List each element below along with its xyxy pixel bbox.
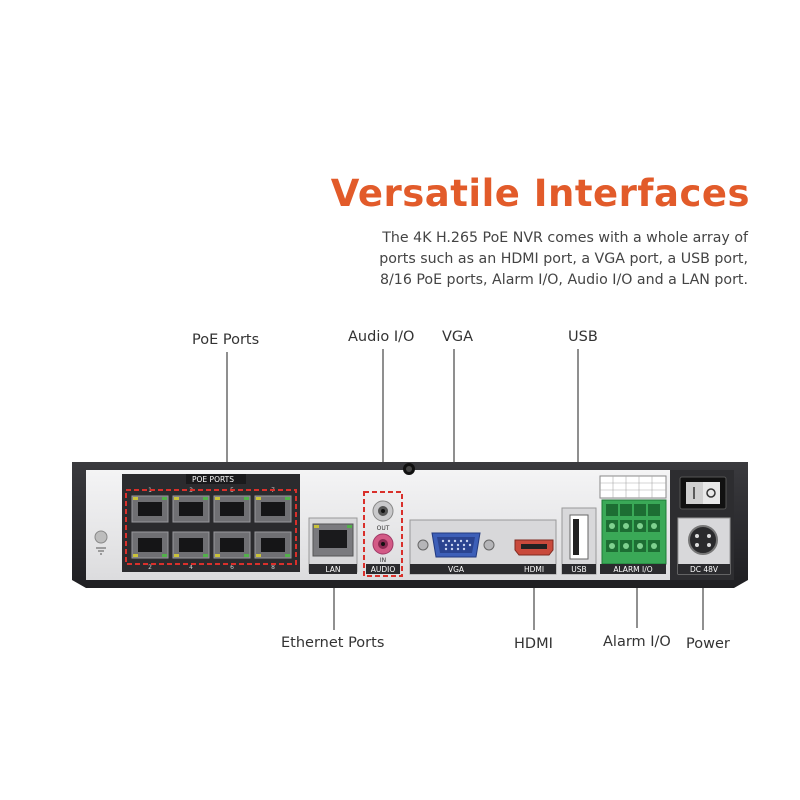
rj45-port-icon <box>131 495 169 523</box>
rj45-port-icon <box>131 531 169 559</box>
callout-usb: USB <box>568 329 598 345</box>
dc-power-jack-icon <box>688 525 718 555</box>
audio-label: AUDIO <box>371 565 396 574</box>
usb-label: USB <box>571 565 586 574</box>
vga-label: VGA <box>448 565 465 574</box>
alarm-io-label: ALARM I/O <box>613 565 652 574</box>
callout-alarm-io: Alarm I/O <box>603 634 671 650</box>
callout-power: Power <box>686 636 730 652</box>
description-line: ports such as an HDMI port, a VGA port, … <box>379 251 748 267</box>
callout-poe-ports: PoE Ports <box>192 332 260 348</box>
page-title: Versatile Interfaces <box>330 172 750 215</box>
description-line: 8/16 PoE ports, Alarm I/O, Audio I/O and… <box>379 272 748 288</box>
poe-ports <box>131 495 292 559</box>
hdmi-label: HDMI <box>524 565 544 574</box>
audio-in-label: IN <box>380 557 386 564</box>
audio-highlight <box>363 491 403 577</box>
callout-audio-io: Audio I/O <box>348 329 415 345</box>
rj45-port-icon <box>172 495 210 523</box>
callout-ethernet-ports: Ethernet Ports <box>281 635 385 651</box>
dc-label: DC 48V <box>690 565 719 574</box>
port-number: 2 <box>148 564 152 571</box>
callout-vga: VGA <box>442 329 474 345</box>
ground-screw-icon <box>94 530 108 544</box>
poe-ports-label: POE PORTS <box>192 475 234 484</box>
port-number: 4 <box>189 564 193 571</box>
vga-screw-icon <box>483 539 495 551</box>
alarm-legend <box>599 475 667 499</box>
description-line: The 4K H.265 PoE NVR comes with a whole … <box>382 230 748 246</box>
port-number: 8 <box>271 564 275 571</box>
lan-label: LAN <box>325 565 340 574</box>
callout-hdmi: HDMI <box>514 636 553 652</box>
rj45-port-icon <box>213 495 251 523</box>
vga-screw-icon <box>417 539 429 551</box>
port-number: 6 <box>230 564 234 571</box>
poe-highlight <box>125 489 297 565</box>
rj45-port-icon <box>254 531 292 559</box>
rj45-port-icon <box>213 531 251 559</box>
audio-out-label: OUT <box>377 525 390 532</box>
description: The 4K H.265 PoE NVR comes with a whole … <box>288 228 748 291</box>
rj45-port-icon <box>254 495 292 523</box>
rj45-port-icon <box>172 531 210 559</box>
